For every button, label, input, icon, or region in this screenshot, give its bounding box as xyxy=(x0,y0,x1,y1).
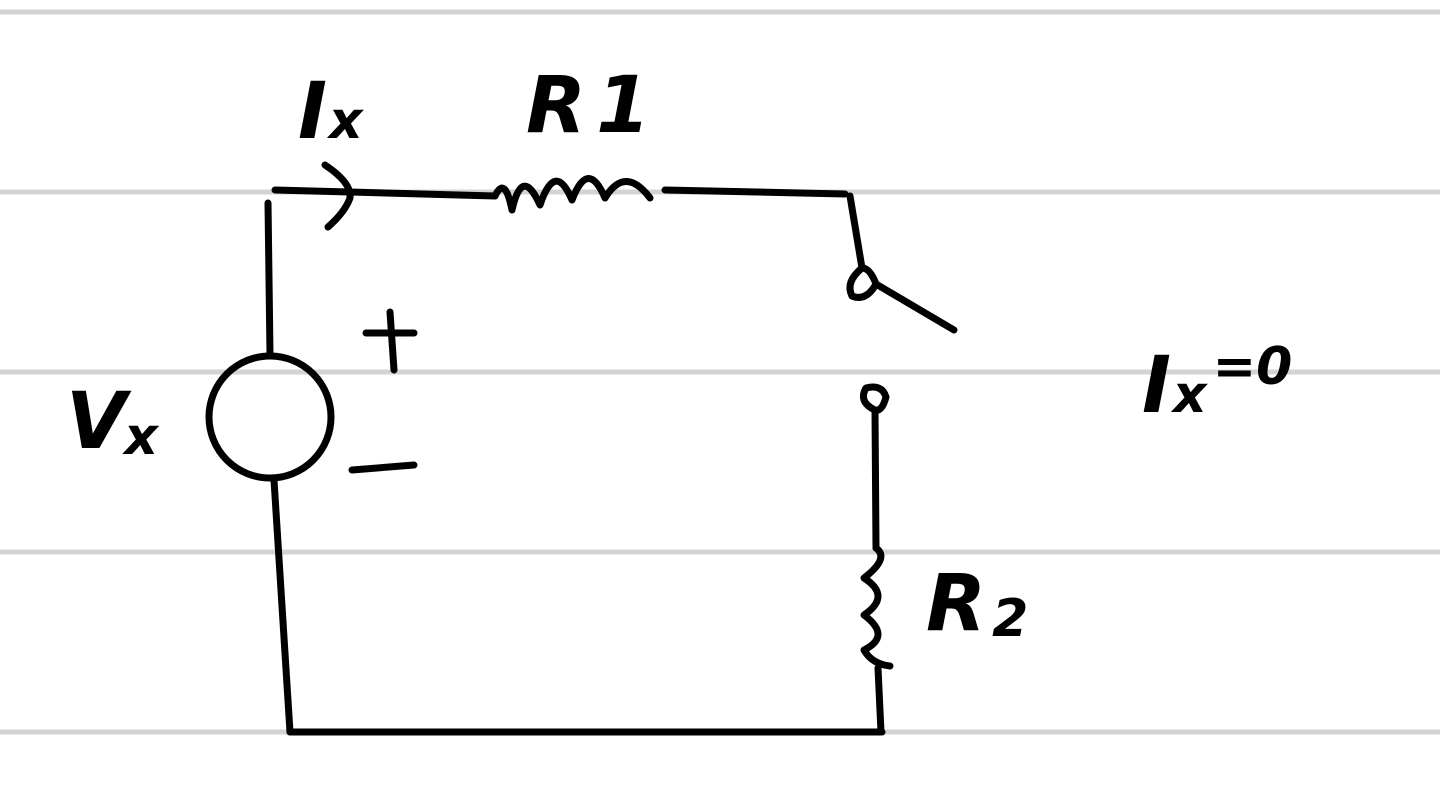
wires xyxy=(264,186,886,736)
r2-label-sub: 2 xyxy=(992,589,1028,649)
minus-text: – xyxy=(356,479,357,481)
wire-left-upper xyxy=(264,199,274,358)
wire-switch-lead xyxy=(846,192,866,272)
switch-icon xyxy=(846,264,958,414)
r1-label-main: R xyxy=(526,61,586,151)
note-main: I xyxy=(1142,341,1171,431)
wire-right-lower xyxy=(874,664,885,736)
resistor-r2-icon xyxy=(860,544,894,670)
plus-text: + xyxy=(372,366,373,369)
note-sub: x xyxy=(1170,365,1208,425)
current-zero-note: Ix=0 xyxy=(1142,337,1292,431)
plus-sign xyxy=(362,308,418,374)
r1-label-sub: 1 xyxy=(596,61,650,151)
current-label: Ix xyxy=(298,67,364,157)
switch-contact xyxy=(860,383,890,414)
minus-sign xyxy=(348,461,418,474)
note-equals-zero: =0 xyxy=(1213,337,1293,397)
current-label-main: I xyxy=(298,67,327,157)
vs-label: Vx xyxy=(66,377,159,467)
wire-right-upper xyxy=(871,406,880,552)
current-label-sub: x xyxy=(326,91,364,151)
wire-top-right xyxy=(661,186,849,198)
switch-blade xyxy=(872,280,958,334)
vs-label-sub: x xyxy=(121,407,159,467)
wire-top-left xyxy=(271,186,499,200)
resistor-r1-icon xyxy=(491,175,654,214)
voltage-source-icon xyxy=(205,352,335,482)
current-arrow-icon xyxy=(321,161,354,231)
r2-label-main: R xyxy=(926,559,986,649)
vs-label-main: V xyxy=(66,377,132,467)
wire-left-lower xyxy=(270,476,294,736)
switch-pivot-loop xyxy=(846,264,880,301)
plus-vertical xyxy=(386,308,398,374)
